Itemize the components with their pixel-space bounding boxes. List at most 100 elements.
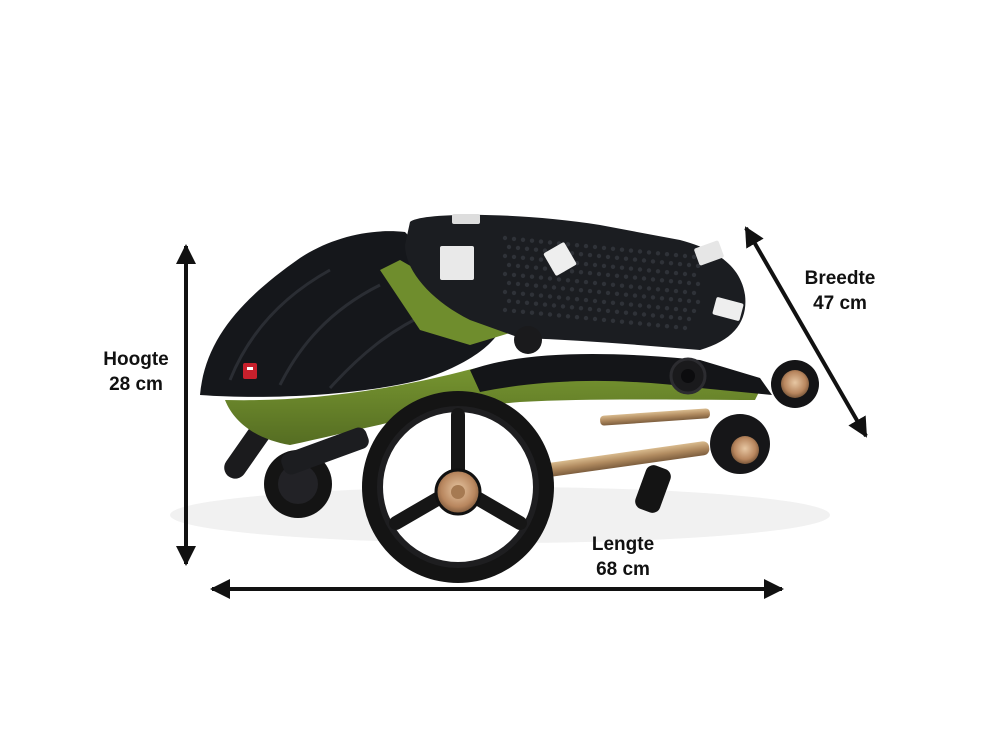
perforation-dot (601, 263, 607, 269)
perforation-dot (569, 269, 575, 274)
perforation-dot (502, 271, 508, 277)
perforation-dot (506, 298, 512, 304)
perforation-dot (592, 298, 598, 304)
perforation-dot (538, 311, 544, 316)
width-label-name: Breedte (804, 268, 876, 289)
perforation-dot (673, 288, 679, 294)
perforation-dot (637, 267, 643, 272)
perforation-dot (551, 285, 557, 290)
perforation-dot (632, 293, 638, 298)
perforation-dot (650, 259, 656, 264)
perforation-dot (641, 294, 647, 299)
perforation-dot (574, 243, 580, 248)
width-label: Breedte 47 cm (790, 266, 890, 316)
perforation-dot (673, 252, 679, 258)
perforation-dot (677, 315, 683, 321)
width-arrow (744, 226, 868, 438)
perforation-dot (646, 286, 652, 291)
perforation-dot (601, 299, 607, 305)
perforation-dot (655, 323, 661, 328)
perforation-dot (515, 245, 521, 251)
perforation-dot (659, 260, 665, 265)
perforation-dot (614, 273, 620, 278)
perforation-dot (583, 315, 589, 321)
perforation-dot (511, 308, 517, 314)
perforation-dot (641, 276, 647, 281)
frame-rod (600, 408, 710, 426)
brand-tag (243, 363, 257, 379)
perforation-dot (520, 237, 526, 242)
perforation-dot (628, 302, 634, 307)
perforation-dot (551, 303, 557, 308)
perforation-dot (623, 292, 629, 297)
folded-stroller (200, 214, 819, 583)
perforation-dot (529, 238, 535, 243)
perforation-dot (502, 289, 508, 295)
perforation-dot (655, 251, 661, 256)
perforation-dot (592, 244, 598, 250)
perforation-dot (668, 279, 674, 284)
perforation-dot (596, 253, 602, 259)
perforation-dot (691, 308, 697, 314)
perforation-dot (628, 248, 634, 253)
height-label: Hoogte 28 cm (88, 347, 184, 397)
perforation-dot (605, 254, 611, 260)
perforation-dot (601, 317, 607, 323)
perforation-dot (628, 284, 634, 289)
care-label (694, 240, 724, 266)
perforation-dot (538, 257, 544, 262)
perforation-dot (587, 270, 593, 276)
height-label-value: 28 cm (109, 374, 163, 395)
perforation-dot (682, 271, 688, 277)
perforation-dot (511, 254, 517, 260)
perforation-dot (524, 300, 530, 305)
perforation-dot (632, 311, 638, 316)
perforation-dot (556, 277, 562, 282)
perforation-dot (637, 303, 643, 308)
perforation-dot (596, 271, 602, 277)
perforation-dot (596, 307, 602, 313)
perforation-dot (673, 306, 679, 312)
frame-rod (540, 441, 710, 478)
perforation-dot (560, 286, 566, 291)
perforation-dot (533, 265, 539, 270)
perforation-dot (583, 279, 589, 285)
perforation-dot (668, 261, 674, 266)
perforation-dot (547, 240, 553, 245)
length-label-value: 68 cm (596, 559, 650, 580)
perforation-dot (578, 252, 584, 257)
perforation-dot (686, 316, 692, 322)
perforation-dot (560, 304, 566, 309)
perforation-dot (691, 254, 697, 260)
perforation-dot (650, 313, 656, 318)
perforation-dot (565, 314, 571, 319)
perforation-dot (673, 324, 679, 330)
perforation-dot (664, 306, 670, 311)
length-label-name: Lengte (591, 534, 655, 555)
perforation-dot (515, 281, 521, 287)
perforation-dot (529, 274, 535, 279)
perforation-dot (646, 322, 652, 327)
care-label (712, 297, 744, 321)
width-label-value: 47 cm (813, 293, 867, 314)
perforation-dot (641, 258, 647, 263)
perforation-dot (569, 305, 575, 310)
height-label-name: Hoogte (103, 349, 169, 370)
perforation-dot (650, 295, 656, 300)
perforation-dot (574, 315, 580, 320)
perforation-dot (506, 262, 512, 268)
perforation-dot (520, 291, 526, 296)
perforation-dot (677, 297, 683, 303)
perforation-dot (623, 274, 629, 279)
perforation-dot (677, 261, 683, 267)
perforation-dot (569, 287, 575, 292)
perforation-dot (583, 261, 589, 267)
perforation-dot (574, 297, 580, 302)
perforation-dot (682, 253, 688, 259)
perforation-dot (592, 280, 598, 286)
perforation-dot (542, 302, 548, 307)
perforation-dot (664, 324, 670, 329)
perforation-dot (610, 300, 616, 305)
canopy-fold (228, 268, 331, 381)
perforation-dot (614, 255, 620, 260)
